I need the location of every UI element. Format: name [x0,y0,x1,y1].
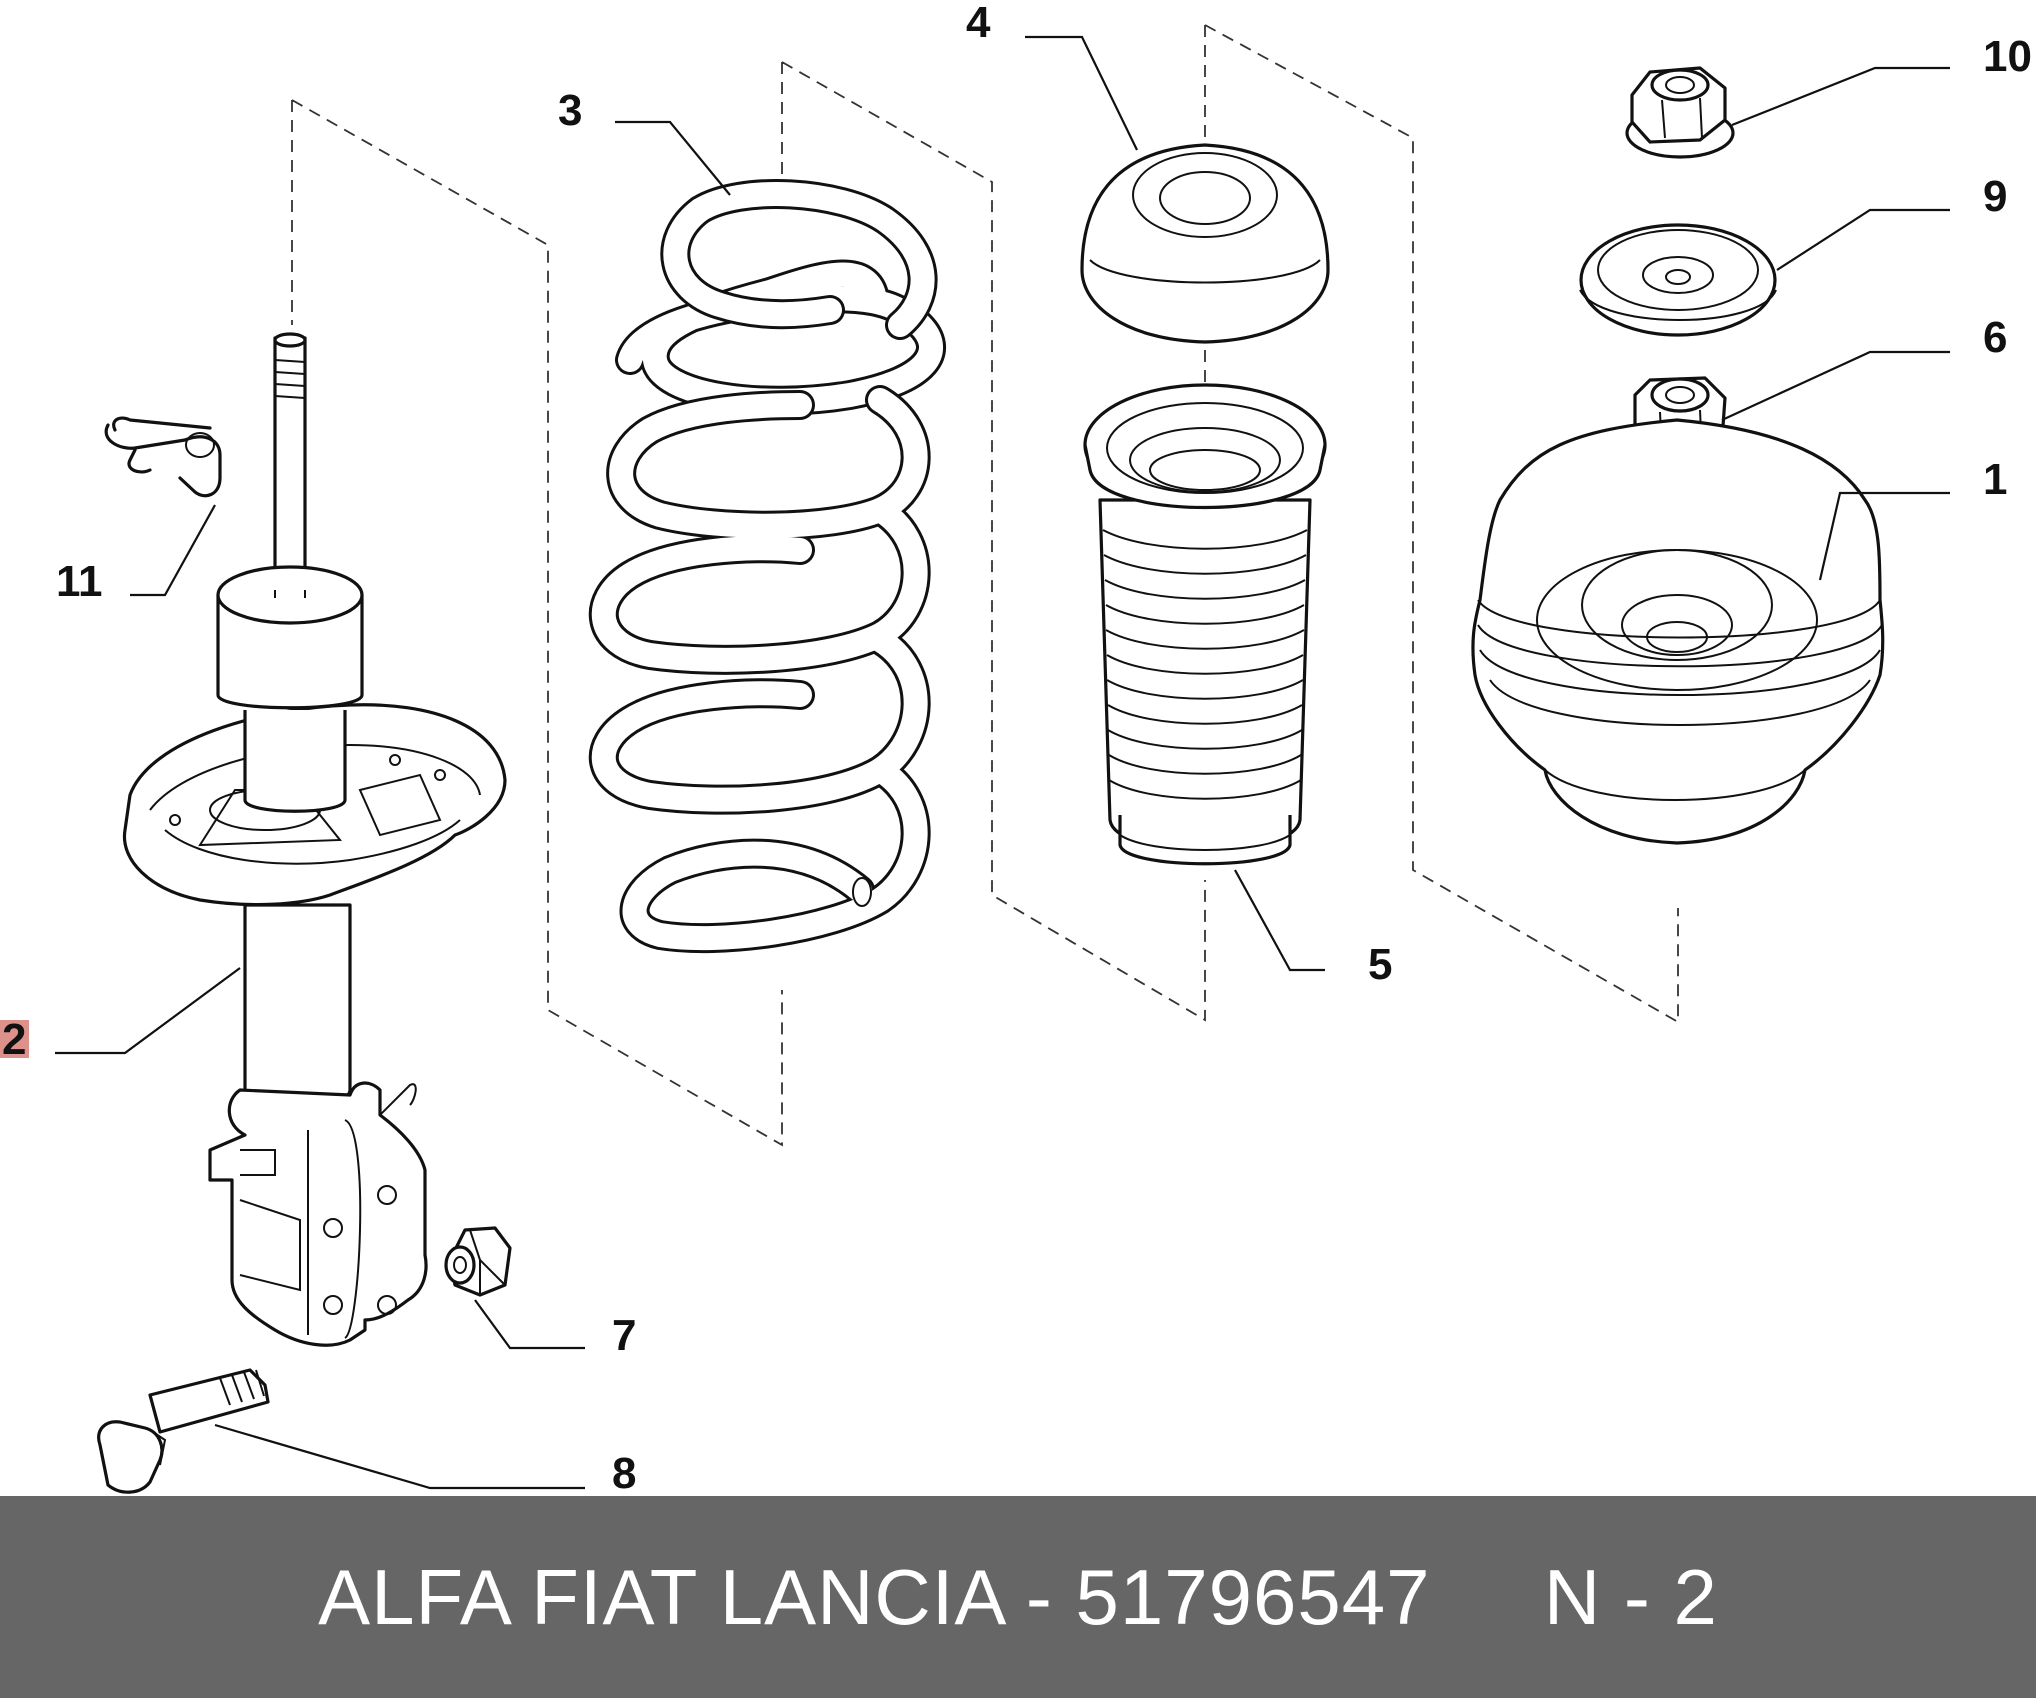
dust-boot-bellows [1083,383,1327,866]
callout-2-highlight [0,1020,29,1058]
leader-lines [55,35,1950,1490]
callout-6: 6 [1983,313,2007,362]
callout-1: 1 [1983,455,2007,504]
shock-absorber-strut [122,332,507,1347]
footer-bar: ALFA FIAT LANCIA - 51796547 N - 2 [0,1496,2036,1698]
callout-11: 11 [56,557,103,606]
callout-5: 5 [1368,940,1392,989]
wire-clip [104,416,222,498]
callout-7: 7 [612,1311,636,1360]
flange-nut-top [1625,66,1735,159]
callout-8: 8 [612,1449,636,1496]
flange-nut-small [444,1226,512,1297]
coil-spring [588,179,946,954]
callout-3: 3 [558,86,582,135]
callout-4: 4 [966,0,991,47]
part-number-caption: ALFA FIAT LANCIA - 51796547 N - 2 [318,1552,1718,1641]
strut-top-mount [1471,418,1885,845]
callout-10: 10 [1983,32,2032,81]
strut-mount-washer [1579,223,1777,337]
callout-2: 2 [2,1015,26,1064]
exploded-parts-diagram: 4 3 10 9 6 1 5 11 2 7 8 [0,0,2032,1496]
bump-stop-cap [1080,143,1330,344]
callout-labels: 4 3 10 9 6 1 5 11 2 7 8 [0,0,2032,1496]
assembly-guide-lines [291,24,1679,1147]
callout-9: 9 [1983,172,2007,221]
bolt [97,1368,270,1494]
